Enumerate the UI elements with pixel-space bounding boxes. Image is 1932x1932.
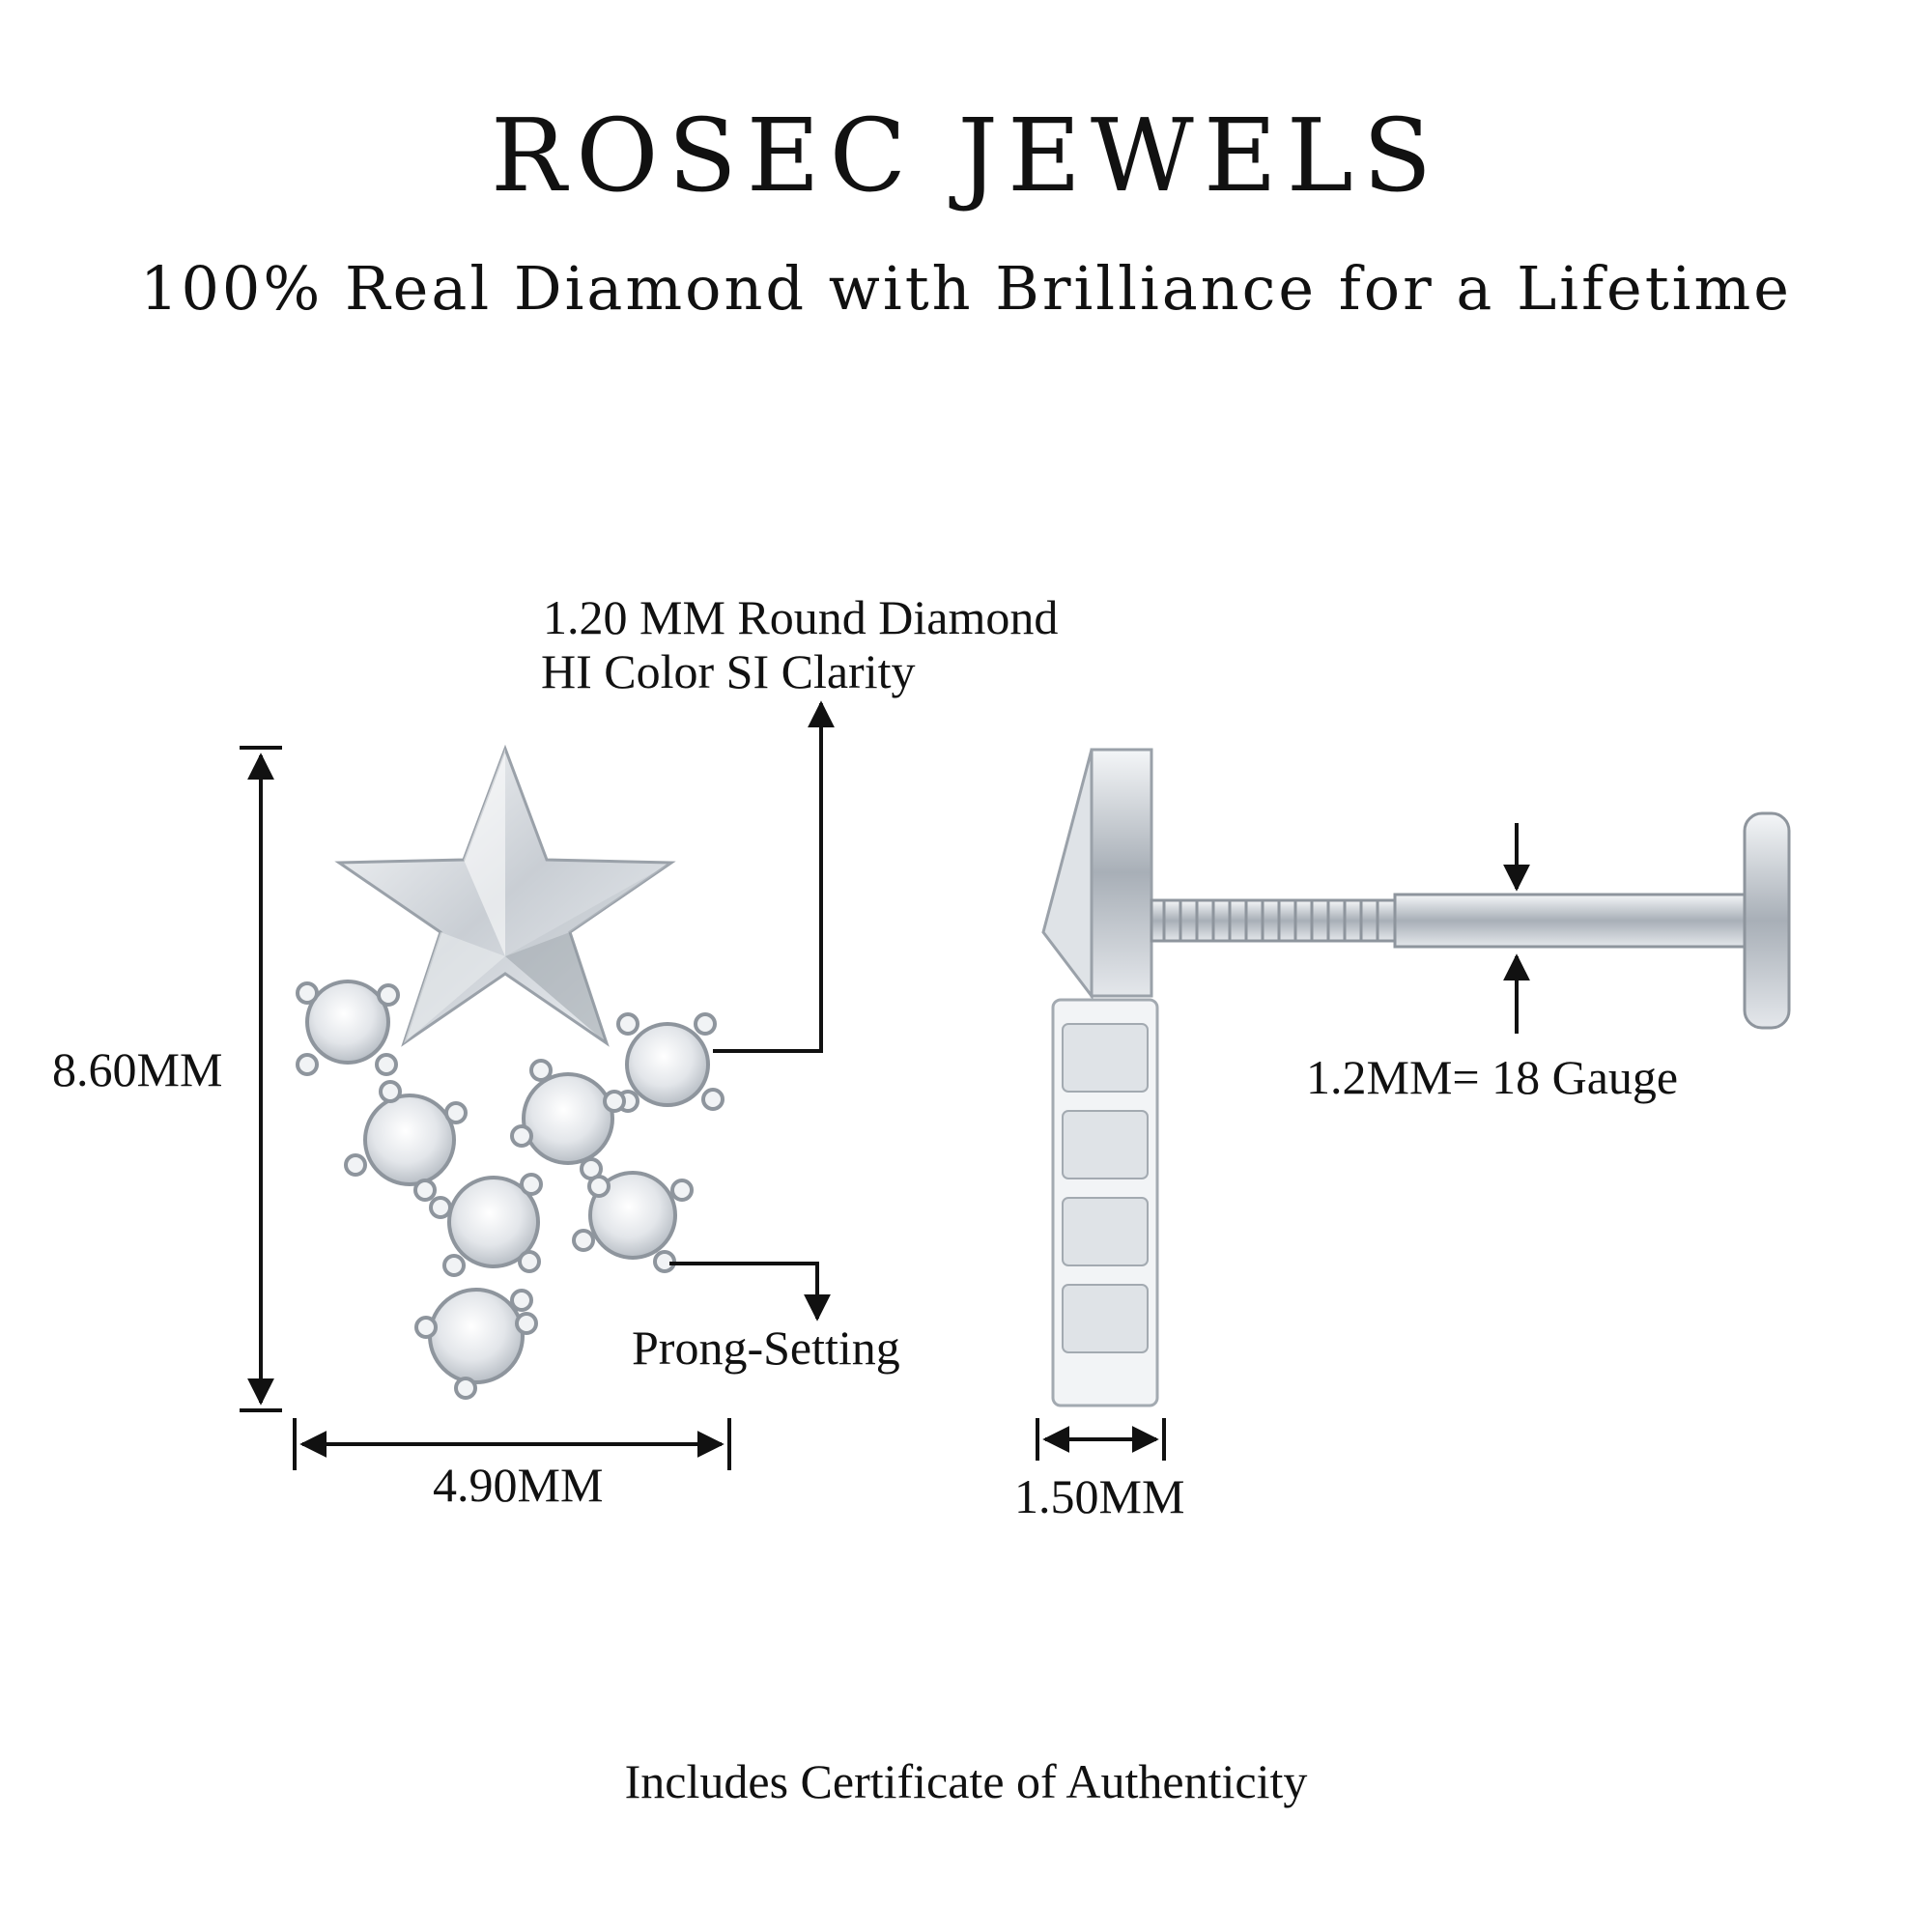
tagline: 100% Real Diamond with Brilliance for a … — [140, 253, 1792, 324]
diamond-stone — [428, 1288, 525, 1384]
width-label: 4.90MM — [433, 1458, 604, 1512]
dimension-lines — [240, 700, 1530, 1470]
star-charm — [334, 744, 676, 1047]
side-width-label: 1.50MM — [1014, 1469, 1185, 1523]
diamond-stone — [522, 1072, 614, 1165]
certificate-note: Includes Certificate of Authenticity — [624, 1754, 1308, 1808]
threaded-post — [1150, 811, 1791, 1030]
prongs — [296, 981, 724, 1400]
diamond-stone — [625, 1022, 710, 1107]
height-label: 8.60MM — [52, 1042, 223, 1096]
side-view-charm — [1041, 748, 1159, 1407]
diamond-stone — [305, 980, 390, 1065]
setting-label: Prong-Setting — [632, 1321, 900, 1375]
diamond-quality-label: HI Color SI Clarity — [541, 644, 916, 698]
diamond-cluster — [305, 980, 710, 1384]
diamond-stone — [588, 1171, 677, 1260]
diamond-size-label: 1.20 MM Round Diamond — [543, 590, 1059, 644]
diamond-stone — [447, 1176, 540, 1268]
brand-title: ROSEC JEWELS — [490, 97, 1442, 214]
gauge-label: 1.2MM= 18 Gauge — [1306, 1050, 1679, 1104]
diamond-stone — [363, 1094, 456, 1186]
